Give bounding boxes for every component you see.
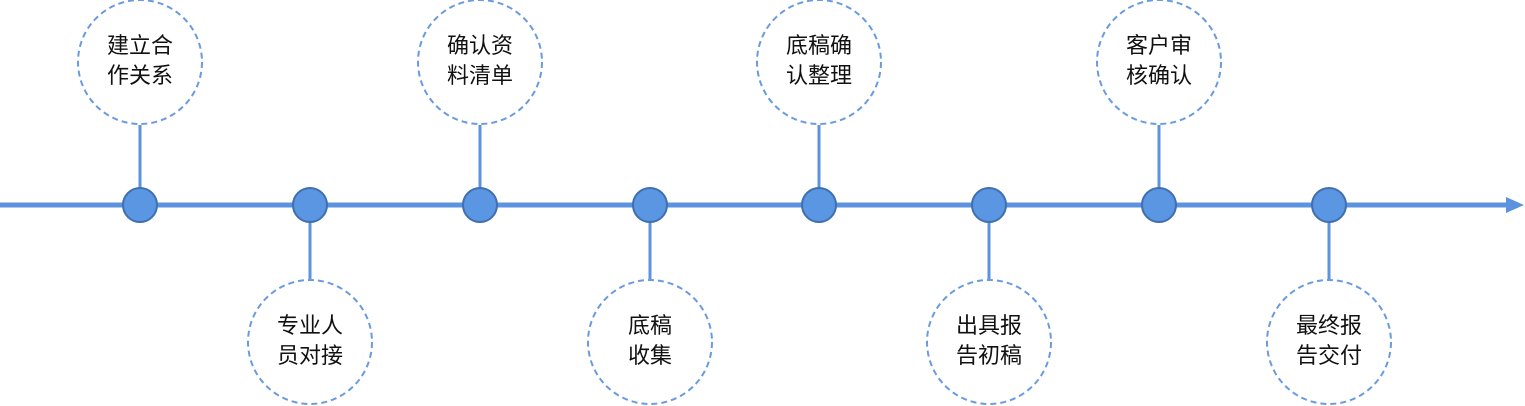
step-label: 最终报告交付 bbox=[1274, 312, 1384, 372]
step-label: 底稿确认整理 bbox=[764, 32, 874, 92]
step-label-line: 料清单 bbox=[446, 64, 513, 89]
step-label-line: 底稿 bbox=[627, 314, 672, 339]
timeline-node bbox=[1311, 187, 1347, 223]
arrow-head-icon bbox=[1506, 197, 1524, 213]
step-label-line: 认整理 bbox=[785, 64, 852, 89]
step-label-line: 底稿确 bbox=[785, 34, 852, 59]
step-label-line: 最终报 bbox=[1295, 314, 1362, 339]
step-bubble bbox=[756, 0, 882, 125]
timeline-node bbox=[122, 187, 158, 223]
step-bubble bbox=[1096, 0, 1222, 125]
step-bubble bbox=[247, 279, 373, 405]
step-bubble bbox=[1266, 279, 1392, 405]
step-label: 专业人员对接 bbox=[255, 312, 365, 372]
step-label-line: 核确认 bbox=[1125, 64, 1192, 89]
step-label-line: 收集 bbox=[627, 344, 672, 369]
step-label-line: 告交付 bbox=[1295, 344, 1362, 369]
step-bubble bbox=[417, 0, 543, 125]
step-label: 客户审核确认 bbox=[1104, 32, 1214, 92]
step-label: 确认资料清单 bbox=[425, 32, 535, 92]
timeline-node bbox=[1141, 187, 1177, 223]
step-label-line: 专业人 bbox=[276, 314, 343, 339]
step-label-line: 作关系 bbox=[106, 64, 173, 89]
step-label: 出具报告初稿 bbox=[934, 312, 1044, 372]
step-label: 底稿收集 bbox=[595, 312, 705, 372]
step-bubble bbox=[77, 0, 203, 125]
step-label-line: 告初稿 bbox=[955, 344, 1022, 369]
step-label-line: 出具报 bbox=[955, 314, 1022, 339]
step-bubble bbox=[926, 279, 1052, 405]
timeline-node bbox=[292, 187, 328, 223]
timeline-node bbox=[632, 187, 668, 223]
step-label-line: 员对接 bbox=[276, 344, 343, 369]
step-label-line: 客户审 bbox=[1125, 34, 1192, 59]
step-label: 建立合作关系 bbox=[85, 32, 195, 92]
step-bubble bbox=[587, 279, 713, 405]
timeline-node bbox=[801, 187, 837, 223]
step-label-line: 确认资 bbox=[446, 34, 513, 59]
step-label-line: 建立合 bbox=[106, 34, 173, 59]
timeline-node bbox=[462, 187, 498, 223]
timeline-node bbox=[971, 187, 1007, 223]
